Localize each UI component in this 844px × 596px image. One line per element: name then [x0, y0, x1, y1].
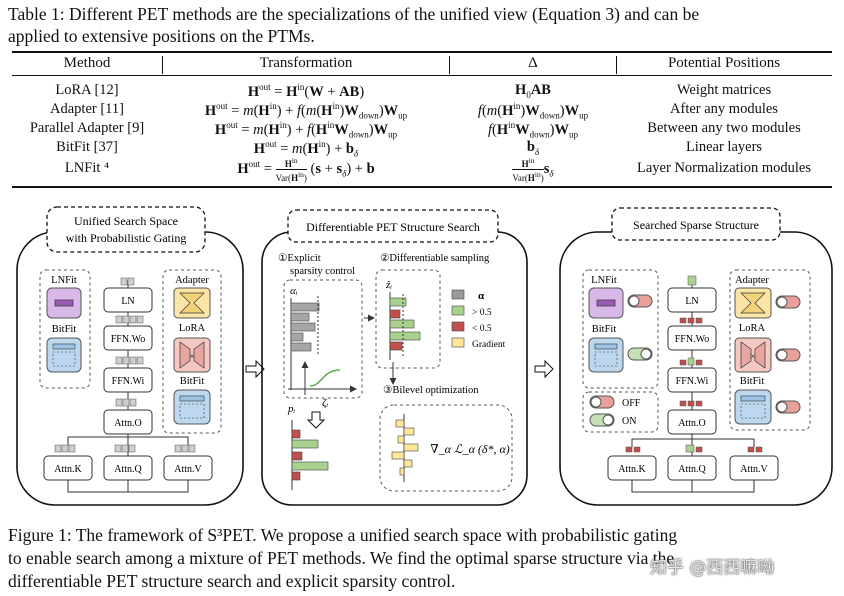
bilevel-formula: ∇_α ℒ_α (δ*, α) — [430, 442, 510, 456]
position-lnfit: Layer Normalization modules — [637, 160, 811, 176]
step1-label: ①Explicit — [278, 252, 321, 264]
arrow-panel1-to-panel2 — [245, 359, 265, 379]
panel3-module-attn-v: Attn.V — [740, 464, 768, 475]
panel2-title: Differentiable PET Structure Search — [306, 220, 480, 234]
panel3-module-ln: LN — [685, 296, 698, 307]
panel1-bitfit2-label: BitFit — [180, 376, 205, 387]
table-bottom-rule — [12, 186, 832, 188]
header-method: Method — [63, 55, 111, 71]
panel-differentiable-search: Differentiable PET Structure Search ①Exp… — [261, 209, 528, 506]
panel3-lnfit-label: LNFit — [591, 275, 617, 286]
panel3-bitfit2-label: BitFit — [740, 376, 765, 387]
panel1-module-ln: LN — [121, 296, 134, 307]
p-bars — [291, 429, 329, 481]
panel1-module-ffn-wi: FFN.Wi — [112, 376, 145, 387]
panel3-module-attn-o: Attn.O — [678, 418, 706, 429]
panel3-module-attn-k: Attn.K — [618, 464, 646, 475]
legend-gradient: Gradient — [472, 340, 506, 350]
transform-parallel-adapter: Hout = m(Hin) + f(HinWdown)Wup — [214, 120, 398, 140]
panel1-module-attn-v: Attn.V — [174, 464, 202, 475]
panel1-module-attn-q: Attn.Q — [114, 464, 142, 475]
panel1-title-line1: Unified Search Space — [74, 214, 178, 228]
method-lora: LoRA [12] — [55, 82, 119, 98]
position-adapter: After any modules — [670, 101, 778, 117]
table-header-rule — [12, 75, 832, 76]
panel1-title-line2: with Probabilistic Gating — [66, 231, 187, 245]
panel1-lora-label: LoRA — [179, 323, 206, 334]
panel1-lnfit-label: LNFit — [51, 275, 77, 286]
panel1-adapter-label: Adapter — [175, 275, 209, 286]
svg-text:×: × — [751, 352, 756, 361]
transform-lora: Hout = Hin(W + AB) — [247, 82, 365, 100]
svg-text:×: × — [190, 352, 195, 361]
delta-bitfit: bδ — [526, 139, 540, 157]
delta-parallel-adapter: f(HinWdown)Wup — [487, 120, 578, 140]
panel3-adapter-label: Adapter — [735, 275, 769, 286]
switch-off-label: OFF — [622, 398, 641, 409]
position-bitfit: Linear layers — [685, 139, 763, 155]
p-axis-label: pᵢ — [287, 403, 296, 415]
method-adapter: Adapter [11] — [50, 101, 124, 117]
panel3-module-ffn-wi: FFN.Wi — [676, 376, 709, 387]
legend-gt: > 0.5 — [472, 308, 492, 318]
figure-caption-line1: Figure 1: The framework of S³PET. We pro… — [8, 525, 678, 545]
panel1-module-attn-k: Attn.K — [54, 464, 82, 475]
switch-on-label: ON — [622, 416, 636, 427]
arrow-panel2-to-panel3 — [534, 359, 554, 379]
step3-label: ③Bilevel optimization — [383, 384, 479, 396]
figure-caption-line2: to enable search among a mixture of PET … — [8, 548, 675, 568]
step1b-label: sparsity control — [290, 266, 355, 277]
z-bars — [389, 297, 421, 351]
method-parallel-adapter: Parallel Adapter [9] — [29, 120, 145, 136]
panel1-module-ffn-wo: FFN.Wo — [111, 334, 145, 345]
step2-label: ②Differentiable sampling — [380, 252, 490, 264]
method-lnfit: LNFit ⁴ — [64, 160, 110, 176]
table-caption-line1: Table 1: Different PET methods are the s… — [8, 4, 700, 24]
transform-bitfit: Hout = m(Hin) + bδ — [253, 139, 359, 159]
panel3-module-ffn-wo: FFN.Wo — [675, 334, 709, 345]
header-delta: Δ — [528, 55, 538, 71]
header-transformation: Transformation — [259, 55, 353, 71]
header-positions: Potential Positions — [667, 55, 781, 71]
zeta-label: ζᵢ — [322, 397, 328, 409]
delta-adapter: f(m(Hin)Wdown)Wup — [477, 101, 589, 121]
panel2-legend: α > 0.5 < 0.5 Gradient — [451, 289, 506, 350]
transform-adapter: Hout = m(Hin) + f(m(Hin)Wdown)Wup — [204, 101, 408, 121]
transform-lnfit: Hout = Hin Var(Hin) (s + sδ) + b — [237, 156, 375, 183]
panel3-bitfit-label: BitFit — [592, 324, 617, 335]
legend-alpha: α — [478, 290, 485, 302]
panel3-lora-label: LoRA — [739, 323, 766, 334]
panel3-module-attn-q: Attn.Q — [678, 464, 706, 475]
table-top-rule — [12, 51, 832, 53]
panel-searched-structure: Searched Sparse Structure LNFit BitFit A… — [559, 207, 833, 506]
position-lora: Weight matrices — [676, 82, 772, 98]
gradient-bars — [391, 419, 419, 476]
delta-lnfit: Hin Var(Hin) sδ — [512, 156, 554, 183]
figure-caption-line3: differentiable PET structure search and … — [8, 571, 456, 591]
alpha-axis-label: αᵢ — [290, 285, 298, 297]
zhihu-watermark: 知乎 @西西嘛呦 — [650, 558, 775, 578]
panel-unified-search-space: Unified Search Space with Probabilistic … — [16, 206, 244, 506]
method-bitfit: BitFit [37] — [56, 139, 118, 155]
table-caption-line2: applied to extensive positions on the PT… — [8, 26, 315, 46]
panel1-module-attn-o: Attn.O — [114, 418, 142, 429]
z-axis-label: ẑᵢ — [385, 279, 392, 291]
alpha-bars — [290, 302, 320, 352]
position-parallel-adapter: Between any two modules — [647, 120, 801, 136]
delta-lora: H0AB — [515, 82, 551, 100]
panel1-bitfit-label: BitFit — [52, 324, 77, 335]
panel3-title: Searched Sparse Structure — [633, 218, 759, 232]
legend-lt: < 0.5 — [472, 324, 492, 334]
